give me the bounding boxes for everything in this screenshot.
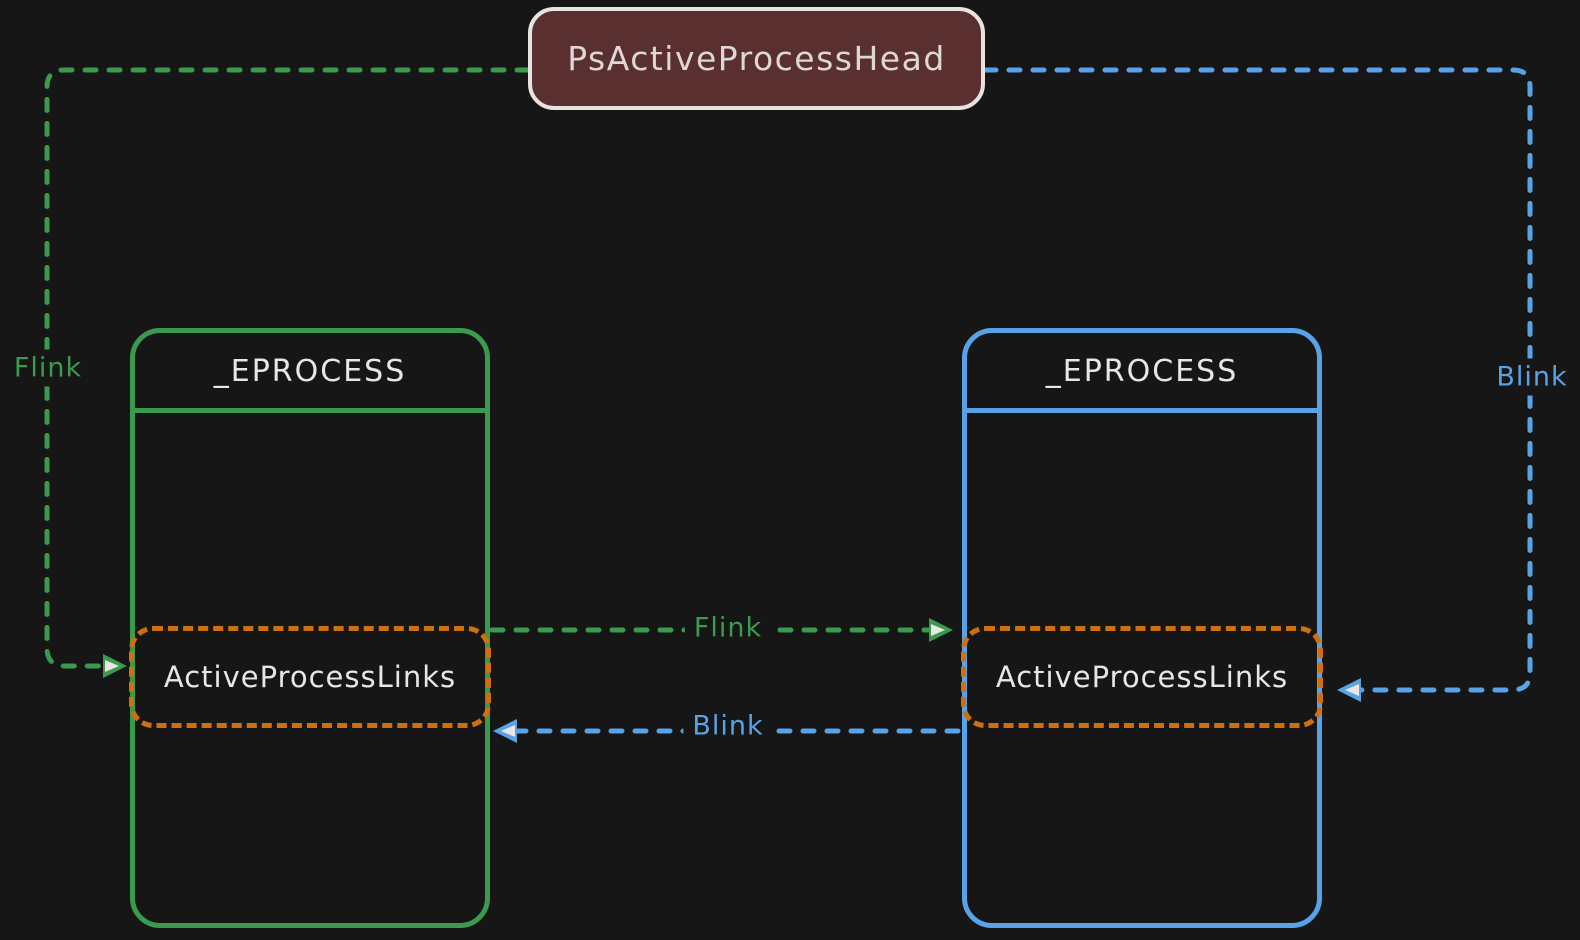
arrowhead-notch [501,725,515,737]
field-active-process-links-left[interactable]: ActiveProcessLinks [129,626,491,728]
edge-label-flink-left: Flink [4,349,92,387]
links-field-label: ActiveProcessLinks [995,660,1289,694]
arrowhead-notch [1345,684,1359,696]
head-node-label: PsActiveProcessHead [567,39,946,78]
node-eprocess-left[interactable]: _EPROCESS ActiveProcessLinks [129,328,491,928]
title-divider [133,408,487,413]
edge-label-flink-middle: Flink [684,609,772,647]
node-eprocess-right[interactable]: _EPROCESS ActiveProcessLinks [961,328,1323,928]
node-ps-active-process-head[interactable]: PsActiveProcessHead [528,7,985,110]
title-divider [965,408,1319,413]
eprocess-title: _EPROCESS [213,353,407,389]
field-active-process-links-right[interactable]: ActiveProcessLinks [961,626,1323,728]
arrowhead-notch [931,624,945,636]
edge-label-blink-right: Blink [1487,358,1577,396]
arrowhead-notch [105,660,119,672]
links-field-label: ActiveProcessLinks [163,660,457,694]
edge-label-blink-middle: Blink [683,707,773,745]
eprocess-title: _EPROCESS [1045,353,1239,389]
